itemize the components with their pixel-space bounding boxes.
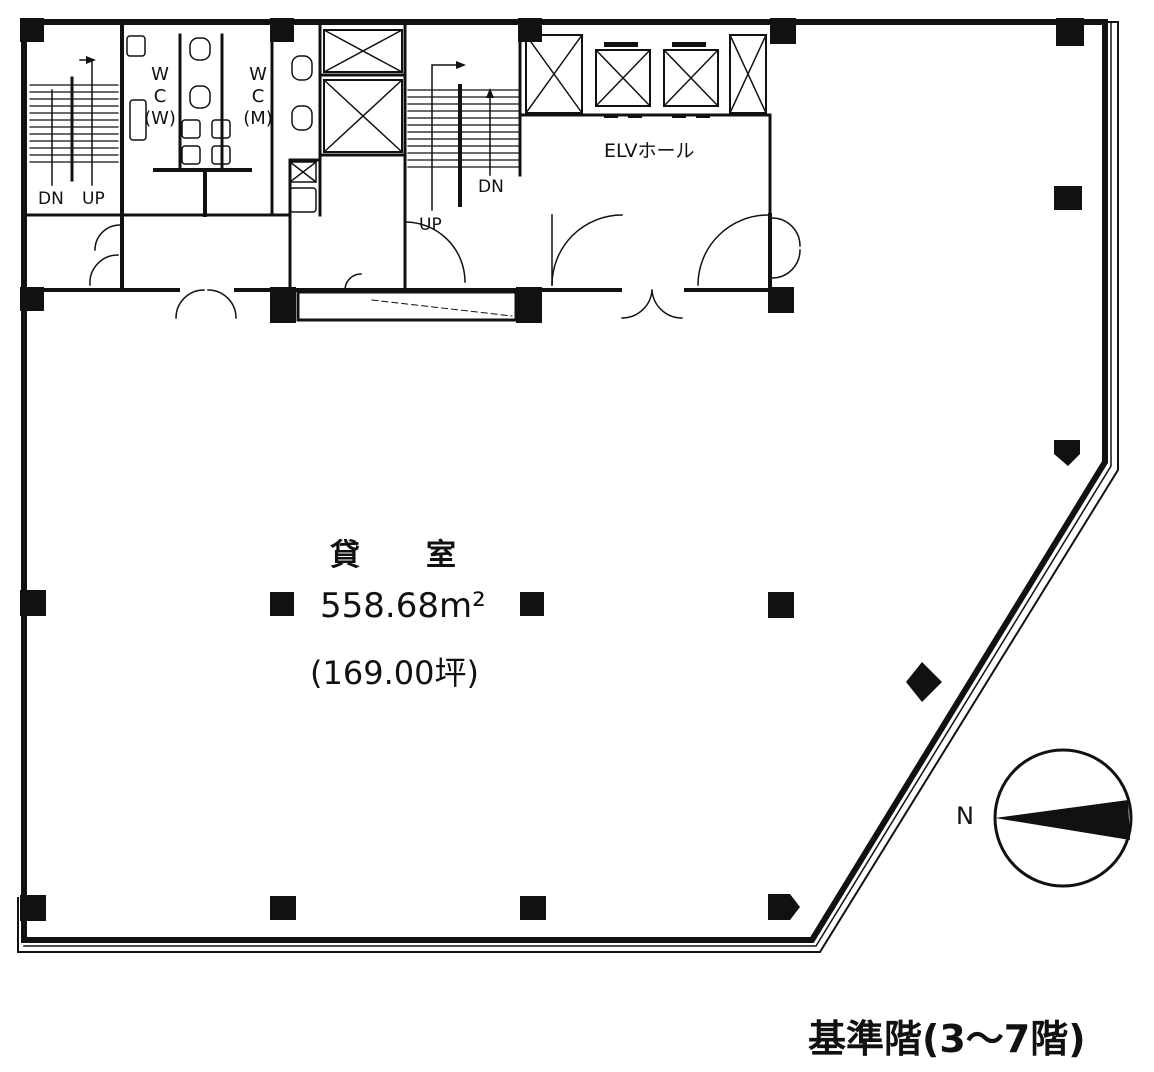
elevator-hall-label: ELVホール <box>604 140 695 162</box>
balcony-railing <box>17 21 1119 953</box>
area-tsubo-label: (169.00坪) <box>310 654 479 692</box>
left-stairs <box>29 59 119 186</box>
toilet-fixtures <box>126 35 318 213</box>
restroom-men-line-1: W <box>249 64 267 85</box>
stairs-center-up-label: UP <box>419 215 442 235</box>
compass <box>993 748 1133 888</box>
restroom-men-label: W C (M) <box>238 64 278 130</box>
stairs-left-up-label: UP <box>82 189 105 209</box>
floor-title: 基準階(3〜7階) <box>808 1017 1086 1061</box>
restroom-women-line-2: C <box>153 86 167 107</box>
restroom-women-line-3: (W) <box>144 108 176 129</box>
center-stairs <box>407 64 519 211</box>
restroom-men-line-2: C <box>251 86 265 107</box>
restroom-women-label: W C (W) <box>140 64 180 130</box>
columns <box>20 18 1084 921</box>
north-label: N <box>956 802 974 830</box>
rental-room-label: 貸 室 <box>330 538 458 573</box>
door-swings <box>89 214 801 319</box>
exterior-wall <box>21 19 1108 943</box>
compass-needle-icon <box>995 800 1130 840</box>
stairs-center-down-label: DN <box>478 177 504 197</box>
stairs-left-down-label: DN <box>38 189 64 209</box>
area-sqm-label: 558.68m² <box>320 586 486 626</box>
restroom-women-line-1: W <box>151 64 169 85</box>
restroom-men-line-3: (M) <box>243 108 273 129</box>
